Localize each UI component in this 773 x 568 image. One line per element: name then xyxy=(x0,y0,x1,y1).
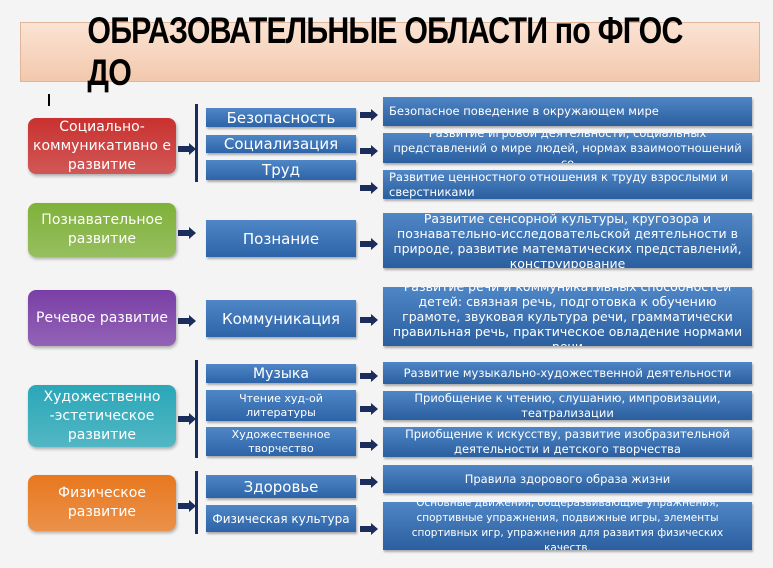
area-3: Речевое развитие xyxy=(28,290,176,346)
subarea: Коммуникация xyxy=(206,300,356,337)
arrow-right-icon xyxy=(178,312,196,327)
description-box: Развитие игровой деятельности, социальны… xyxy=(383,133,752,163)
group-bracket xyxy=(195,360,198,458)
arrow-right-icon xyxy=(360,179,378,194)
arrow-right-icon xyxy=(360,311,378,326)
arrow-right-icon xyxy=(360,106,378,121)
description-box: Развитие ценностного отношения к труду в… xyxy=(383,170,752,199)
group-bracket xyxy=(195,471,198,534)
description-box: Безопасное поведение в окружающем мире xyxy=(383,97,752,126)
description-box: Приобщение к чтению, слушанию, импровиза… xyxy=(383,391,752,420)
subarea: Художественное творчество xyxy=(206,427,356,456)
description-box: Правила здорового образа жизни xyxy=(383,465,752,493)
description-box: Приобщение к искусству, развитие изобраз… xyxy=(383,427,752,457)
arrow-right-icon xyxy=(360,436,378,451)
description-box: Развитие речи и коммуникативных способно… xyxy=(383,287,752,346)
description-box: Развитие сенсорной культуры, кругозора и… xyxy=(383,213,752,268)
subarea: Познание xyxy=(206,220,356,257)
arrow-right-icon xyxy=(178,497,196,512)
area-1: Социально-коммуникативно е развитие xyxy=(28,118,176,174)
subarea: Труд xyxy=(206,160,356,180)
arrow-right-icon xyxy=(178,224,196,239)
subarea: Музыка xyxy=(206,364,356,383)
description-box: Основные движения, общеразвивающие упраж… xyxy=(383,502,752,550)
arrow-right-icon xyxy=(360,473,378,488)
subarea: Здоровье xyxy=(206,475,356,498)
area-4: Художественно -эстетическое развитие xyxy=(28,385,176,447)
page-title: ОБРАЗОВАТЕЛЬНЫЕ ОБЛАСТИ по ФГОС ДО xyxy=(20,10,760,93)
subarea: Безопасность xyxy=(206,108,356,127)
arrow-right-icon xyxy=(178,140,196,155)
subarea: Социализация xyxy=(206,135,356,153)
subarea: Физическая культура xyxy=(206,505,356,532)
description-box: Развитие музыкально-художественной деяте… xyxy=(383,362,752,384)
area-5: Физическое развитие xyxy=(28,475,176,531)
group-bracket xyxy=(195,104,198,182)
arrow-right-icon xyxy=(360,520,378,535)
area-2: Познавательное развитие xyxy=(28,203,176,257)
arrow-right-icon xyxy=(360,142,378,157)
arrow-right-icon xyxy=(178,410,196,425)
subarea: Чтение худ-ой литературы xyxy=(206,390,356,421)
arrow-right-icon xyxy=(360,400,378,415)
text-cursor xyxy=(48,94,50,106)
arrow-right-icon xyxy=(360,367,378,382)
arrow-right-icon xyxy=(360,235,378,250)
